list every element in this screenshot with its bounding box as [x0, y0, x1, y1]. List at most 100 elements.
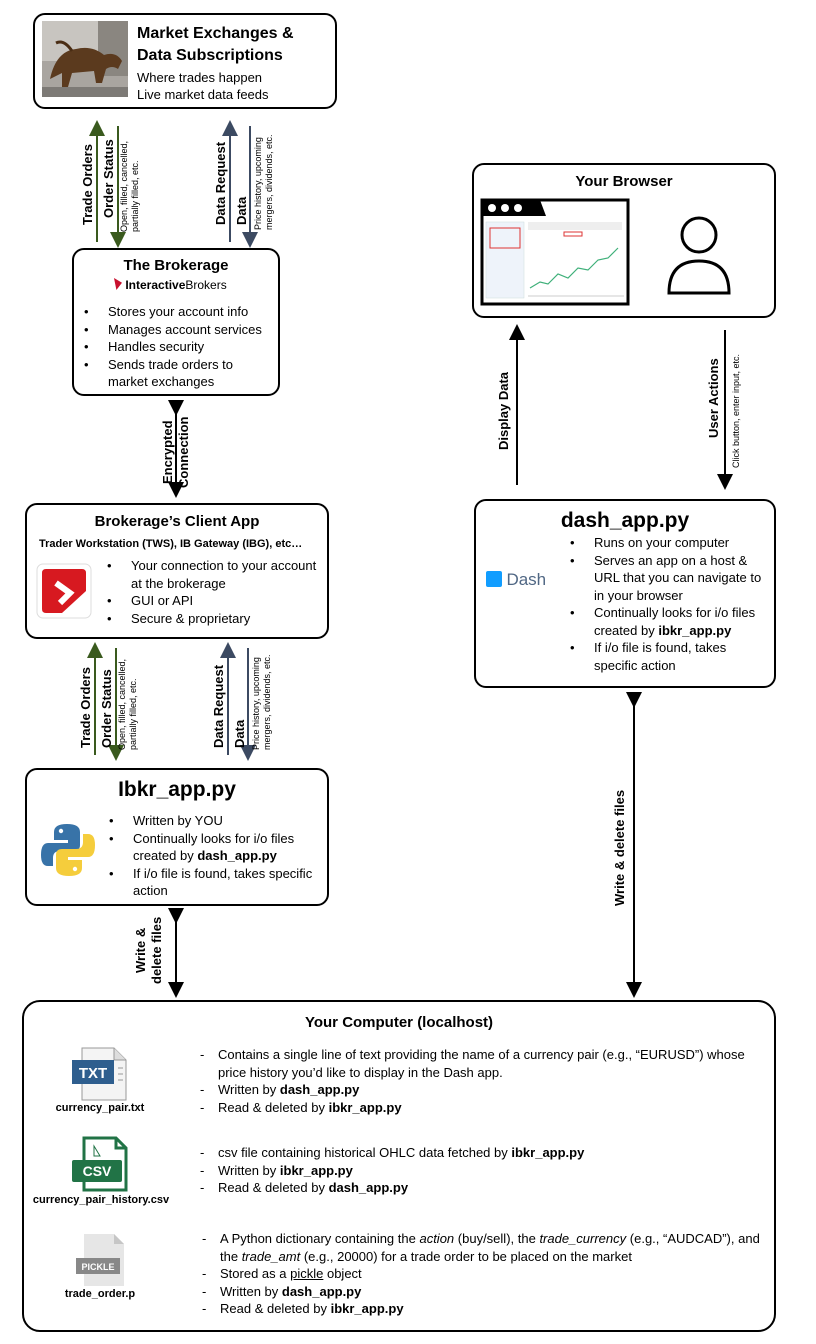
txt-icon-label: TXT [79, 1065, 107, 1082]
ibkr-item2-text: Continually looks for i/o files created … [133, 830, 295, 864]
dash-item3-bold: ibkr_app.py [658, 622, 732, 638]
dash-item: Continually looks for i/o files created … [568, 604, 772, 639]
display-data-label: Display Data [496, 371, 511, 450]
file3-description: A Python dictionary containing the actio… [202, 1230, 766, 1318]
user-actions-label: User Actions [706, 358, 721, 438]
dash-list: Runs on your computer Serves an app on a… [568, 534, 772, 674]
dash-item3-text: Continually looks for i/o files created … [594, 605, 756, 638]
order-status-detail-line2: partially filled, etc. [128, 678, 138, 750]
browser-title: Your Browser [575, 173, 673, 190]
dash-item: If i/o file is found, takes specific act… [568, 639, 772, 674]
brokerage-title: The Brokerage [123, 257, 229, 274]
ibkr-title: Ibkr_app.py [118, 778, 236, 801]
file3-written-bold: dash_app.py [281, 1283, 362, 1299]
ib-logo-text: Brokers [185, 278, 227, 292]
data-detail-line1: Price history, upcoming [251, 657, 261, 750]
csv-icon-label: CSV [83, 1163, 112, 1179]
pickle-file-icon: PICKLE [76, 1234, 124, 1286]
data-request-label-mid: Data Request [211, 664, 226, 748]
encrypted-connection-label: Encrypted Connection [160, 417, 192, 489]
file3-desc-c: (e.g., “AUDCAD”), and the [220, 1231, 760, 1264]
file2-desc-bold: ibkr_app.py [511, 1145, 585, 1160]
file1-read-bold: ibkr_app.py [328, 1099, 402, 1115]
brokerage-item: Manages account services [82, 321, 276, 339]
file3-desc-a: A Python dictionary containing the [220, 1231, 420, 1246]
file3-stored-text: Stored as a [220, 1266, 291, 1281]
client-item: GUI or API [105, 592, 325, 610]
write-delete-label-right: Write & delete files [612, 789, 627, 906]
ibkr-list: Written by YOU Continually looks for i/o… [107, 812, 325, 900]
user-person-icon [667, 216, 731, 295]
ib-logo-bold: Interactive [125, 278, 186, 292]
order-status-detail-top: Open, filled, cancelled, partially fille… [119, 141, 141, 232]
brokerage-item: Stores your account info [82, 303, 276, 321]
order-status-label-top: Order Status [101, 139, 116, 218]
file2-description: csv file containing historical OHLC data… [200, 1144, 766, 1197]
brokerage-item: Sends trade orders to market exchanges [82, 356, 276, 391]
txt-file-icon: TXT [72, 1047, 127, 1101]
file2-name: currency_pair_history.csv [32, 1194, 170, 1206]
client-app-box: Brokerage’s Client App Trader Workstatio… [25, 503, 329, 639]
file1-read: Read & deleted by ibkr_app.py [200, 1099, 766, 1117]
brokerage-item: Handles security [82, 338, 276, 356]
file3-stored: Stored as a pickle object [202, 1265, 766, 1283]
dash-app-box: dash_app.py Dash Runs on your computer S… [474, 499, 776, 688]
file3-read-text: Read & deleted by [220, 1301, 331, 1316]
trade-orders-label-top: Trade Orders [80, 144, 95, 225]
ibkr-item: Continually looks for i/o files created … [107, 830, 325, 865]
market-title-line2: Data Subscriptions [137, 47, 283, 64]
market-line2: Live market data feeds [137, 87, 269, 102]
file1-name: currency_pair.txt [55, 1102, 145, 1114]
client-item: Secure & proprietary [105, 610, 325, 628]
data-detail-line2: mergers, dividends, etc. [262, 654, 272, 750]
data-detail-line1: Price history, upcoming [253, 137, 263, 230]
market-title-line1: Market Exchanges & [137, 25, 294, 42]
file2-written: Written by ibkr_app.py [200, 1162, 766, 1180]
file3-desc-action: action [419, 1231, 455, 1246]
ibkr-item2-bold: dash_app.py [197, 848, 277, 863]
market-exchanges-box: Market Exchanges & Data Subscriptions Wh… [33, 13, 337, 109]
browser-window-icon [480, 198, 630, 306]
data-detail-line2: mergers, dividends, etc. [264, 134, 274, 230]
file1-description: Contains a single line of text providing… [200, 1046, 766, 1116]
pickle-icon-label: PICKLE [81, 1262, 114, 1272]
file3-name: trade_order.p [64, 1288, 136, 1300]
your-computer-box: Your Computer (localhost) TXT currency_p… [22, 1000, 776, 1332]
brokerage-box: The Brokerage InteractiveBrokers Stores … [72, 248, 280, 396]
user-actions-detail: Click button, enter input, etc. [731, 353, 741, 468]
interactive-brokers-logo: InteractiveBrokers [114, 278, 227, 292]
file1-written: Written by dash_app.py [200, 1081, 766, 1099]
market-line1: Where trades happen [137, 70, 263, 85]
data-request-label-top: Data Request [213, 141, 228, 225]
order-status-detail-line1: Open, filled, cancelled, [117, 658, 127, 750]
brokerage-list: Stores your account info Manages account… [82, 303, 276, 391]
file3-desc-amt: trade_amt [241, 1248, 301, 1264]
dash-logo-text: Dash [506, 570, 547, 589]
pickle-link[interactable]: pickle [290, 1266, 324, 1281]
order-status-detail-mid: Open, filled, cancelled, partially fille… [117, 659, 139, 750]
file1-written-bold: dash_app.py [279, 1082, 360, 1097]
file3-read: Read & deleted by ibkr_app.py [202, 1300, 766, 1318]
data-detail-top: Price history, upcoming mergers, dividen… [253, 134, 275, 230]
browser-box: Your Browser [472, 163, 776, 318]
file3-desc-currency: trade_currency [539, 1231, 627, 1246]
encrypted-line2: Connection [176, 416, 191, 489]
data-label-mid: Data [232, 719, 247, 748]
dash-logo: Dash [486, 570, 546, 590]
dash-logo-icon [486, 571, 502, 587]
trade-orders-label-mid: Trade Orders [78, 667, 93, 748]
client-list: Your connection to your account at the b… [105, 557, 325, 627]
file2-read: Read & deleted by dash_app.py [200, 1179, 766, 1197]
file1-written-text: Written by [218, 1082, 280, 1097]
file3-stored-post: object [323, 1266, 362, 1281]
file1-desc: Contains a single line of text providing… [200, 1046, 766, 1081]
dash-title: dash_app.py [560, 509, 690, 532]
file2-read-bold: dash_app.py [328, 1180, 409, 1195]
file2-written-bold: ibkr_app.py [279, 1162, 353, 1178]
data-detail-mid: Price history, upcoming mergers, dividen… [251, 654, 273, 750]
order-status-detail-line1: Open, filled, cancelled, [119, 140, 129, 232]
client-title: Brokerage’s Client App [94, 513, 260, 530]
file3-desc-d: (e.g., 20000) for a trade order to be pl… [300, 1248, 632, 1264]
ibkr-item: Written by YOU [107, 812, 325, 830]
ib-client-app-icon [36, 563, 92, 619]
